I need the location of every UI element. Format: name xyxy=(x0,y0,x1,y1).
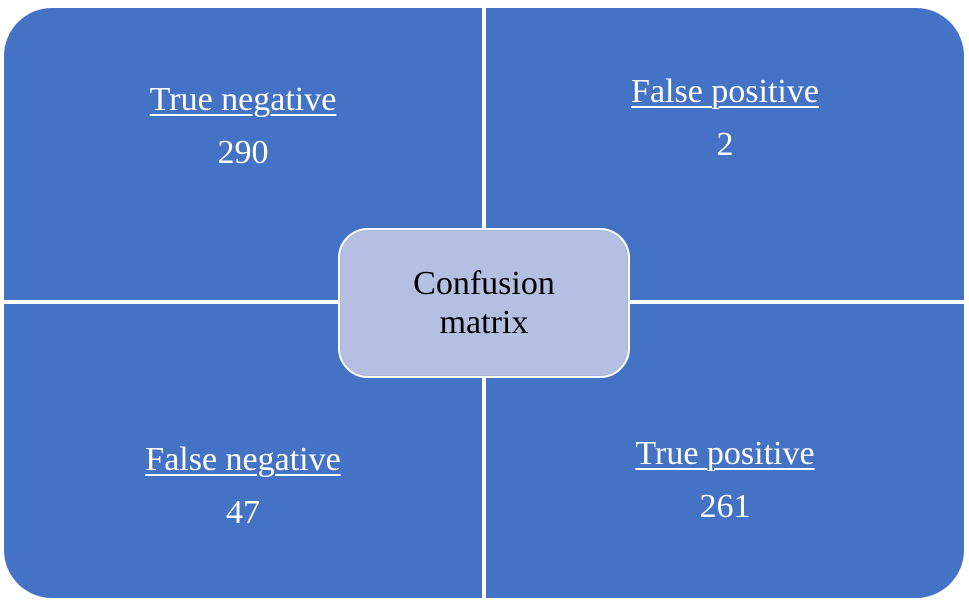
quadrant-label: False positive xyxy=(631,73,819,110)
quadrant-text: True positive 261 xyxy=(486,434,964,526)
quadrant-label: True negative xyxy=(149,81,337,118)
quadrant-value: 47 xyxy=(226,494,260,532)
center-title-line1: Confusion xyxy=(413,264,555,302)
quadrant-true-negative: True negative 290 xyxy=(4,8,482,300)
quadrant-value: 290 xyxy=(217,134,269,172)
quadrant-label: False negative xyxy=(145,441,341,478)
quadrant-text: False positive 2 xyxy=(486,72,964,164)
quadrant-text: False negative 47 xyxy=(4,440,482,532)
quadrant-text: True negative 290 xyxy=(4,80,482,172)
quadrant-label: True positive xyxy=(635,435,815,472)
center-title-line2: matrix xyxy=(439,304,529,341)
quadrant-true-positive: True positive 261 xyxy=(486,304,964,598)
quadrant-value: 2 xyxy=(716,126,734,164)
quadrant-value: 261 xyxy=(699,488,751,526)
center-title-box: Confusion matrix xyxy=(338,228,630,378)
